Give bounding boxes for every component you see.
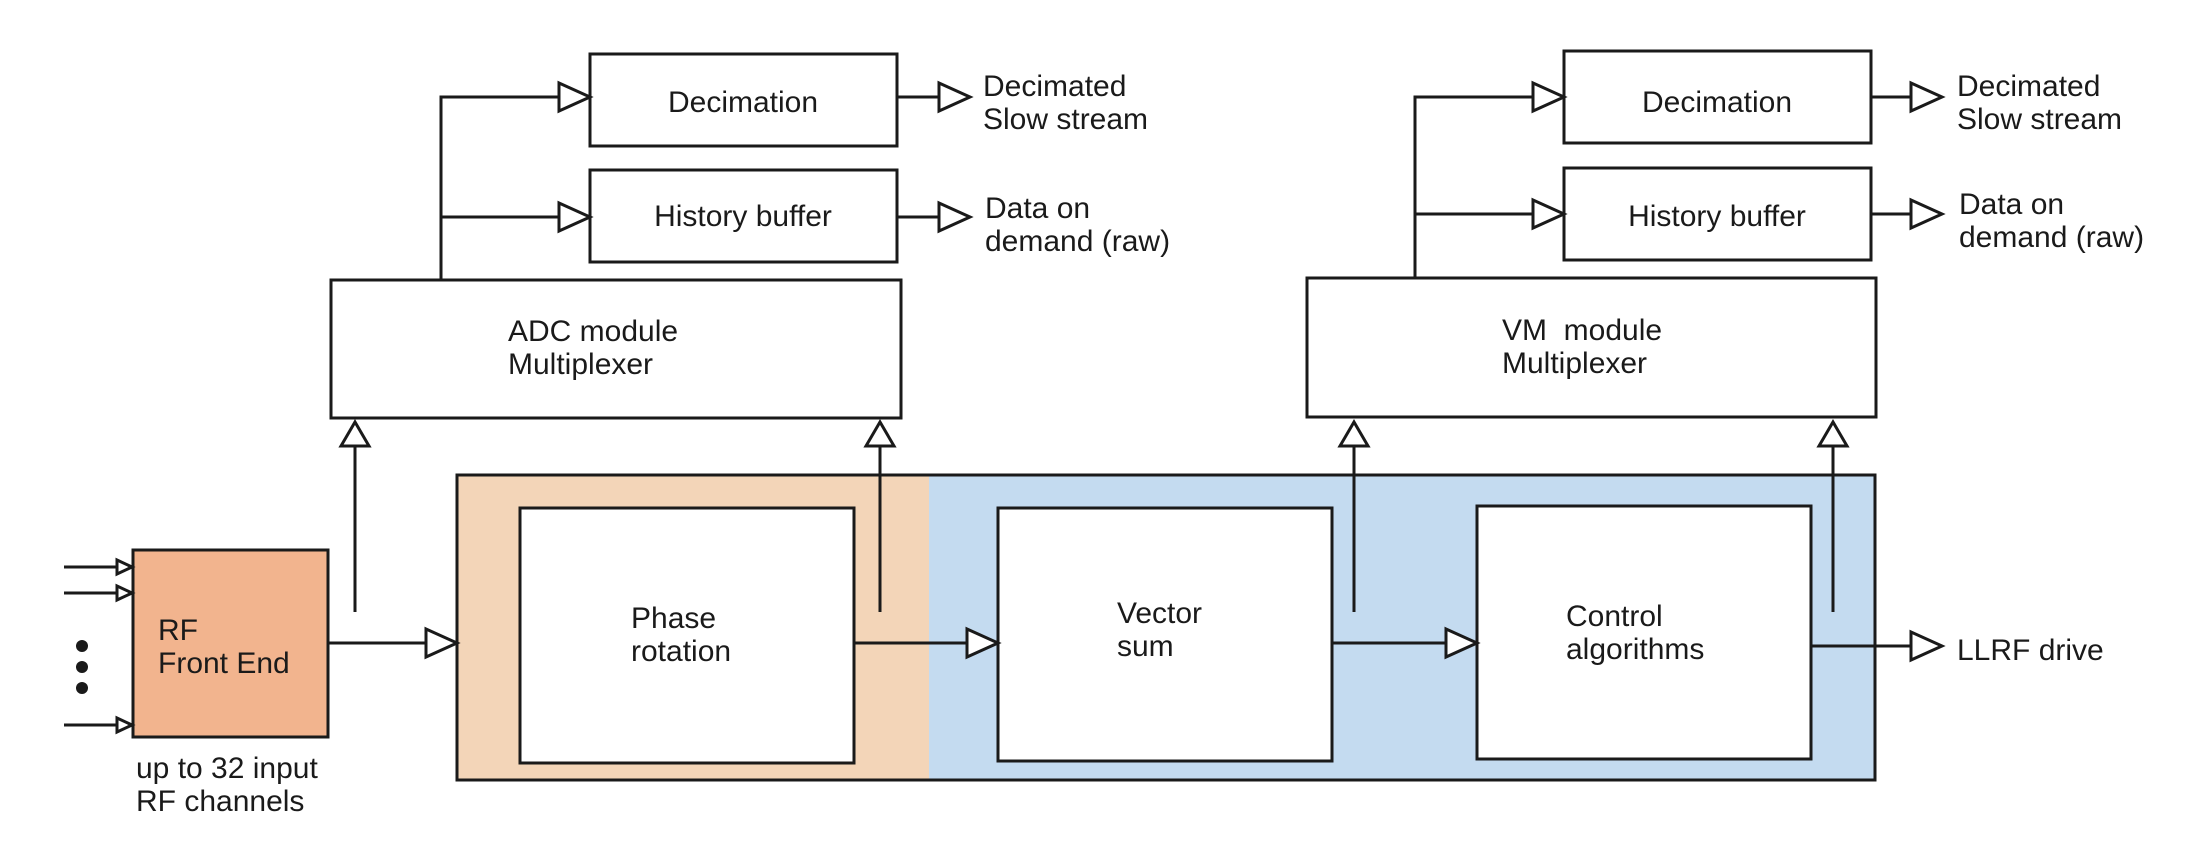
- vm-history-buffer-label: History buffer: [1628, 200, 1806, 233]
- vm-multiplexer-block: [1305, 276, 1878, 419]
- phase-rotation-label: Phase rotation: [631, 602, 731, 668]
- processing-region-border: [455, 473, 1877, 782]
- adc-decimated-output-label: Decimated Slow stream: [983, 70, 1148, 136]
- vector-sum-block: [996, 506, 1334, 763]
- llrf-drive-label: LLRF drive: [1957, 634, 2104, 667]
- vertical-ellipsis-icon: [76, 640, 88, 694]
- control-algorithms-block: [1475, 504, 1813, 761]
- input-channels-caption: up to 32 input RF channels: [136, 752, 326, 818]
- vm-data-on-demand-label: Data on demand (raw): [1959, 188, 2144, 254]
- adc-decimation-block: [588, 52, 899, 148]
- vm-decimated-output-label: Decimated Slow stream: [1957, 70, 2122, 136]
- rf-input-arrows: [64, 557, 136, 735]
- adc-multiplexer-label: ADC module Multiplexer: [508, 315, 686, 381]
- phase-rotation-block: [518, 506, 856, 765]
- adc-decimation-label: Decimation: [668, 86, 818, 119]
- rf-front-end-block: [131, 548, 330, 739]
- arrowheads: [338, 80, 1946, 663]
- vm-decimation-label: Decimation: [1642, 86, 1792, 119]
- rf-front-end-label: RF Front End: [158, 614, 290, 680]
- adc-data-on-demand-label: Data on demand (raw): [985, 192, 1170, 258]
- adc-multiplexer-block: [329, 278, 903, 420]
- adc-history-buffer-label: History buffer: [654, 200, 832, 233]
- vector-sum-label: Vector sum: [1117, 597, 1210, 663]
- control-algorithms-label: Control algorithms: [1566, 600, 1704, 666]
- connector-lines: [328, 95, 1912, 648]
